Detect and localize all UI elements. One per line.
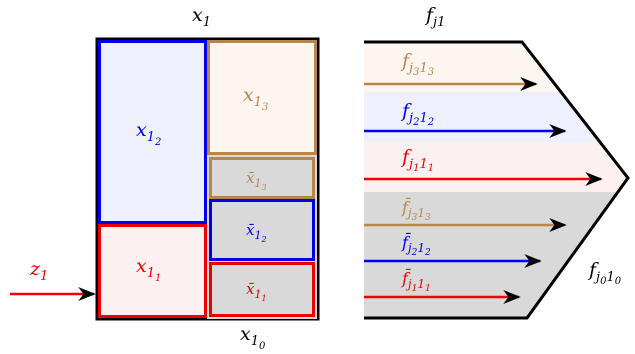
fj010-label: fj010 bbox=[587, 259, 622, 287]
xbar12-label: x̄12 bbox=[246, 221, 267, 244]
x13-label: x13 bbox=[243, 84, 268, 113]
fj111-label: fj111 bbox=[400, 146, 434, 174]
fj313-label: fj313 bbox=[400, 50, 434, 78]
x12-label: x12 bbox=[136, 119, 161, 148]
x12-box bbox=[98, 40, 207, 224]
fj111-band bbox=[364, 142, 628, 192]
x10-label: x10 bbox=[240, 323, 266, 352]
x1-label: x1 bbox=[192, 4, 211, 30]
fj1-label: fj1 bbox=[424, 4, 445, 30]
xbar12-box bbox=[209, 199, 315, 261]
fbarj212-label: f̄j212 bbox=[401, 231, 431, 258]
fj212-label: fj212 bbox=[400, 100, 434, 128]
x1-block bbox=[95, 37, 320, 321]
fbarj313-label: f̄j313 bbox=[401, 196, 431, 223]
xbar11-label: x̄11 bbox=[246, 280, 267, 303]
xbar13-label: x̄13 bbox=[246, 169, 267, 192]
x11-box bbox=[98, 224, 207, 318]
xbar13-box bbox=[209, 157, 315, 199]
xbar11-box bbox=[209, 262, 315, 317]
z1-label: z1 bbox=[29, 258, 48, 284]
x13-box bbox=[207, 40, 317, 155]
fbarj111-label: f̄j111 bbox=[401, 267, 431, 294]
fj1-outline bbox=[364, 40, 630, 320]
x11-label: x11 bbox=[136, 255, 161, 284]
